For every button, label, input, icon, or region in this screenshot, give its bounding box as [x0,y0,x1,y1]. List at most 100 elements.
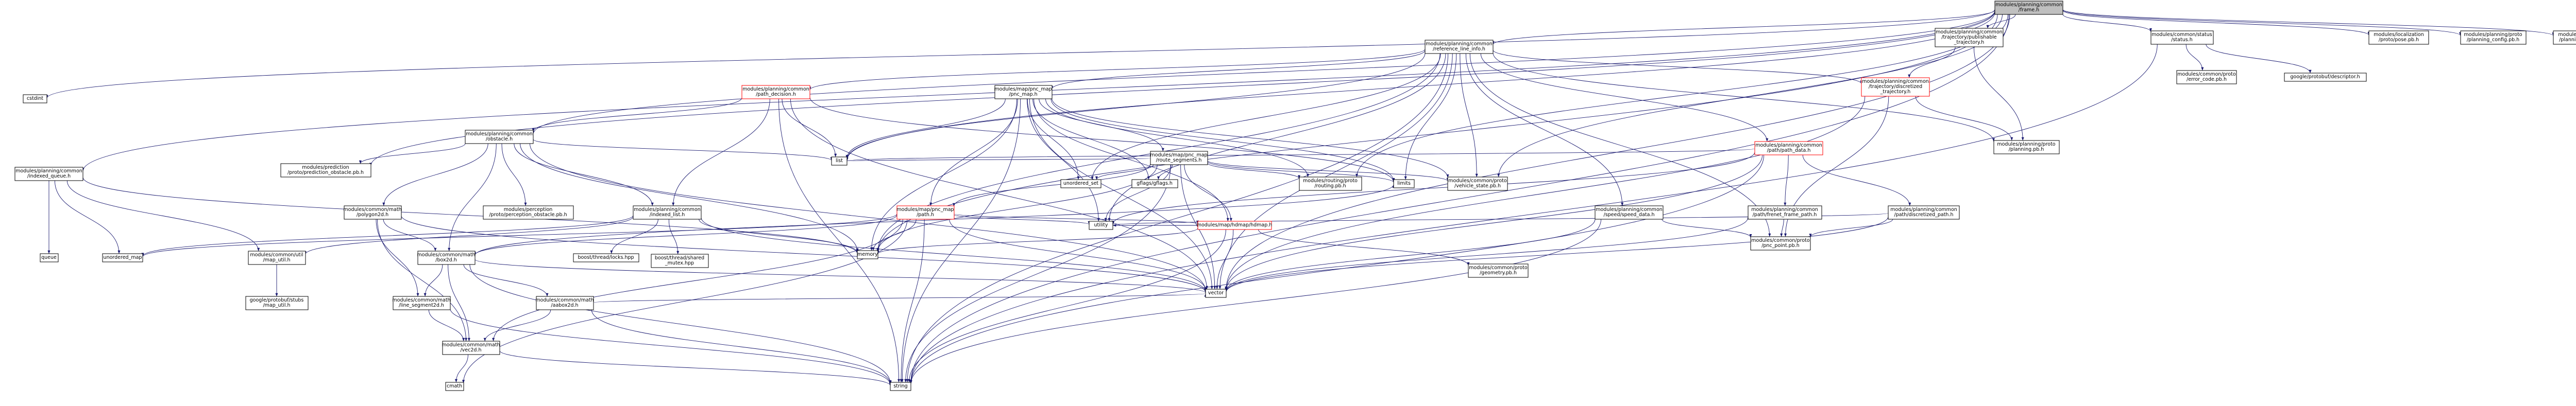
edge-disc-traj-to-planning-pb [1915,96,2013,141]
node-polygon2d[interactable]: modules/common/math/polygon2d.h [343,205,402,220]
node-label: /frame.h [2019,7,2039,13]
edge-pnc-map-to-utility [1027,98,1100,222]
node-box2d[interactable]: modules/common/math/box2d.h [417,251,476,265]
node-path[interactable]: modules/map/pnc_map/path.h [896,205,955,220]
edge-obstacle-to-pred-obstacles [359,143,466,164]
node-label: modules/perception [504,207,553,213]
node-shared-mutex[interactable]: boost/thread/shared_mutex.hpp [651,254,709,268]
node-unordered-set[interactable]: unordered_set [1060,179,1101,188]
node-box [102,253,143,262]
node-ref-line-info[interactable]: modules/planning/common/reference_line_i… [1425,40,1494,54]
node-vehicle-state[interactable]: modules/common/proto/vehicle_state.pb.h [1447,176,1508,191]
node-pub-traj[interactable]: modules/planning/common/trajectory/publi… [1935,28,2004,47]
node-planning-config[interactable]: modules/planning/proto/planning_config.p… [2460,30,2527,45]
node-map-util[interactable]: modules/common/util/map_util.h [248,251,306,265]
edge-hdmap-to-vector [1215,229,1234,290]
node-label: /route_segments.h [1156,157,1202,163]
node-path-decision[interactable]: modules/planning/common/path_decision.h [741,85,810,99]
edge-status-to-error-code [2185,44,2204,71]
node-unordered-map[interactable]: unordered_map [102,253,143,262]
node-path-data[interactable]: modules/planning/common/path/path_data.h [1754,141,1823,155]
edge-ref-line-info-to-disc-traj [1493,49,1863,84]
edge-indexed-list-to-shared-mutex [668,219,680,255]
edge-route-segments-to-gflags [1157,164,1173,180]
node-layer: modules/planning/common/frame.h cstdint mo… [14,1,2576,391]
node-vec2d[interactable]: modules/common/math/vec2d.h [442,341,500,355]
edge-ref-line-info-to-unordered-set [1091,53,1441,180]
node-box [1595,205,1664,220]
node-frenet-path[interactable]: modules/planning/common/path/frenet_fram… [1748,205,1822,220]
node-indexed-list[interactable]: modules/planning/common/indexed_list.h [633,205,702,220]
node-box [1447,176,1508,191]
node-cstdint[interactable]: cstdint [23,94,47,103]
edge-path-to-vec2d [492,219,903,342]
node-stubs-util[interactable]: google/protobuf/stubs/map_util.h [245,296,309,310]
node-box [2284,73,2367,82]
node-box [465,130,534,144]
node-descriptor[interactable]: google/protobuf/descriptor.h [2284,73,2367,82]
node-pnc-point[interactable]: modules/common/proto/pnc_point.pb.h [1750,236,1811,251]
edge-hdmap-to-geometry-pb [1258,229,1470,266]
node-perception-obstacle[interactable]: modules/perception/proto/perception_obst… [483,205,574,220]
node-pnc-map[interactable]: modules/map/pnc_map/pnc_map.h [994,85,1053,99]
node-label: _trajectory.h [1954,40,1985,45]
node-label: /box2d.h [435,257,457,263]
node-planning-internal[interactable]: modules/planning/proto/planning_internal… [2553,30,2576,45]
edge-path-to-hdmap [954,213,1199,224]
node-label: unordered_map [104,255,142,260]
edge-pub-traj-to-disc-traj [1908,46,1956,78]
node-gflags[interactable]: gflags/gflags.h [1131,179,1178,188]
node-line-segment[interactable]: modules/common/math/line_segment2d.h [392,296,451,310]
node-utility[interactable]: utility [1089,221,1113,230]
edge-disc-path-to-utility [1112,213,1889,226]
edge-ref-line-info-to-planning-pb [1493,52,1995,142]
node-hdmap[interactable]: modules/map/hdmap/hdmap.h [1197,221,1273,230]
node-label: /planning_internal.pb.h [2559,37,2576,43]
node-error-code[interactable]: modules/common/proto/error_code.pb.h [2176,70,2237,84]
node-label: /indexed_list.h [650,212,685,218]
node-memory[interactable]: memory [857,250,878,259]
node-label: modules/planning/common [1936,29,2003,35]
node-planning-pb[interactable]: modules/planning/proto/planning.pb.h [1993,140,2060,154]
edge-path-data-to-list [846,148,1755,162]
node-indexed-queue[interactable]: modules/planning/common/indexed_queue.h [14,167,83,181]
node-label: /geometry.pb.h [1480,270,1517,276]
node-vector[interactable]: vector [1205,289,1227,298]
edge-route-segments-to-list [846,157,1150,162]
node-queue[interactable]: queue [40,253,59,262]
node-route-segments[interactable]: modules/map/pnc_map/route_segments.h [1150,151,1208,165]
node-string[interactable]: string [890,382,911,391]
node-pred-obstacles[interactable]: modules/prediction/proto/prediction_obst… [280,163,371,178]
node-limits[interactable]: limits [1393,179,1415,188]
edge-path-data-to-disc-path [1802,154,1911,206]
node-box [1750,236,1811,251]
node-obstacle[interactable]: modules/planning/common/obstacle.h [465,130,534,144]
edge-frame-to-cstdint [45,9,1995,98]
node-speed-data[interactable]: modules/planning/common/speed/speed_data… [1595,205,1664,220]
node-disc-traj[interactable]: modules/planning/common/trajectory/discr… [1861,77,1930,97]
edge-vec2d-to-string [499,350,892,386]
edge-route-segments-to-limits [1207,161,1395,183]
node-cmath[interactable]: cmath [445,382,464,391]
edge-path-to-memory [872,219,917,251]
edge-pnc-map-to-limits [1050,98,1395,182]
node-thread-locks[interactable]: boost/thread/locks.hpp [573,253,639,262]
node-disc-path[interactable]: modules/planning/common/path/discretized… [1888,205,1960,220]
edge-pnc-map-to-vector [1029,98,1213,290]
edge-path-to-string [900,219,925,383]
node-status[interactable]: modules/common/status/status.h [2150,30,2214,45]
node-aabox[interactable]: modules/common/math/aabox2d.h [535,296,594,310]
node-label: gflags/gflags.h [1137,181,1173,186]
node-label: modules/common/util [250,252,303,258]
edge-pnc-map-to-unordered-set [1027,98,1080,180]
node-list[interactable]: list [831,156,848,166]
node-label: modules/common/proto [1448,178,1507,184]
node-label: /trajectory/discretized [1869,84,1922,90]
node-label: modules/planning/proto [1997,142,2055,147]
node-label: /path.h [917,212,934,218]
node-pose-pb[interactable]: modules/localization/proto/pose.pb.h [2368,30,2429,45]
node-geometry-pb[interactable]: modules/common/proto/geometry.pb.h [1468,263,1529,278]
node-routing-pb[interactable]: modules/routing/proto/routing.pb.h [1299,176,1362,191]
node-frame[interactable]: modules/planning/common/frame.h [1994,1,2063,15]
edge-pnc-map-to-hdmap [1033,98,1229,222]
